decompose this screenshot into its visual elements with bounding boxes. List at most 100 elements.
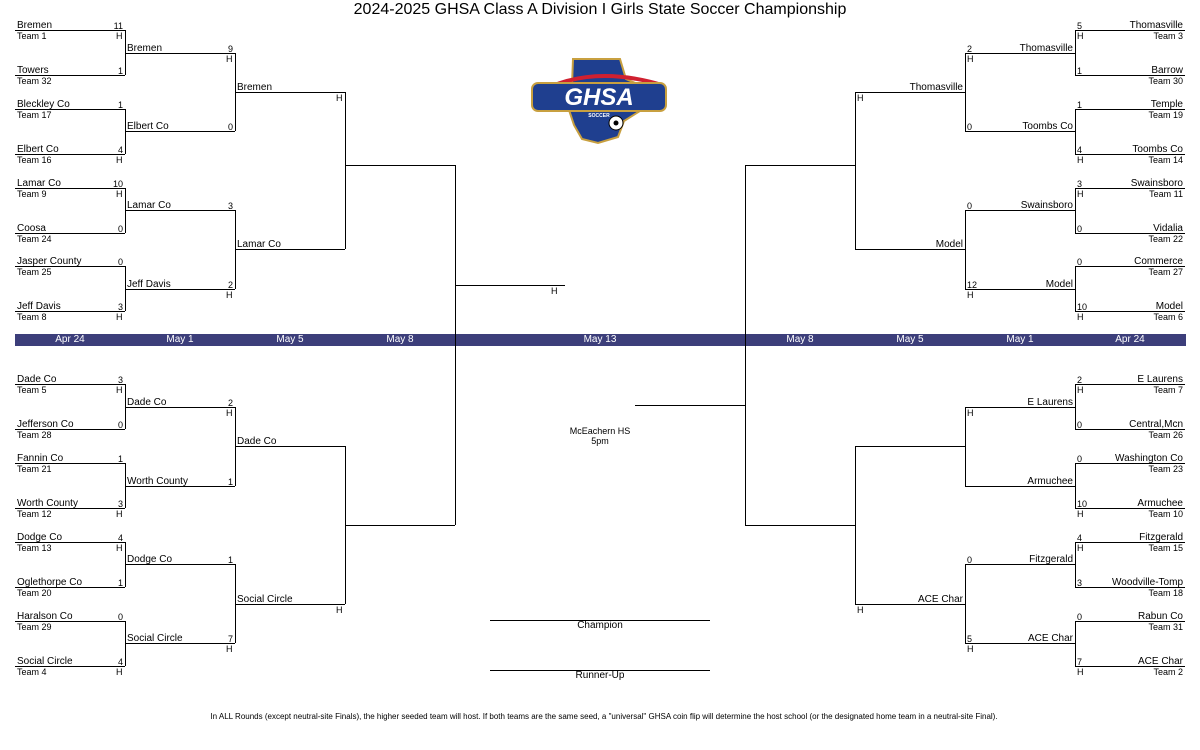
left-semi-line (345, 165, 455, 166)
score: 10 (112, 179, 123, 189)
right-r3-line (855, 446, 965, 447)
team-name: Thomasville (909, 82, 963, 93)
team-name: Worth County (127, 476, 188, 487)
score: 12 (967, 280, 978, 290)
team-seed: Team 8 (17, 312, 47, 322)
team-name: Armuchee (1027, 476, 1073, 487)
host-marker: H (1077, 31, 1084, 41)
date-right-r4: May 8 (786, 334, 814, 345)
host-marker: H (116, 543, 123, 553)
team-name: Fitzgerald (1029, 554, 1073, 565)
team-seed: Team 15 (1148, 543, 1183, 553)
team-seed: Team 3 (1153, 31, 1183, 41)
right-r3-line (855, 604, 965, 605)
left-r1-line (15, 266, 125, 267)
right-r1-line (1075, 30, 1185, 31)
score: 2 (967, 44, 973, 54)
right-r2-connector (965, 564, 966, 643)
team-name: Dade Co (237, 436, 277, 447)
score: 1 (1077, 100, 1083, 110)
right-r1-line (1075, 621, 1185, 622)
team-name: Temple (1150, 99, 1183, 110)
right-r2-connector (965, 53, 966, 131)
footnote: In ALL Rounds (except neutral-site Final… (210, 712, 998, 721)
host-marker: H (1077, 189, 1084, 199)
score: 0 (1077, 420, 1083, 430)
score: 0 (967, 122, 973, 132)
score: 5 (967, 634, 973, 644)
team-name: Thomasville (1019, 43, 1073, 54)
left-r1-line (15, 621, 125, 622)
score: 7 (227, 634, 233, 644)
score: 10 (1077, 499, 1088, 509)
team-seed: Team 14 (1148, 155, 1183, 165)
host-marker: H (226, 644, 233, 654)
team-name: Woodville-Tomp (1112, 577, 1183, 588)
team-name: Towers (17, 65, 49, 76)
left-r1-line (15, 384, 125, 385)
team-name: Jefferson Co (17, 419, 74, 430)
host-marker: H (336, 605, 343, 615)
right-r1-connector (1075, 463, 1076, 508)
score: 2 (1077, 375, 1083, 385)
team-seed: Team 20 (17, 588, 52, 598)
score: 1 (117, 66, 123, 76)
team-name: Lamar Co (17, 178, 61, 189)
team-seed: Team 31 (1148, 622, 1183, 632)
right-r2-line (965, 486, 1075, 487)
team-name: Elbert Co (17, 144, 59, 155)
team-seed: Team 17 (17, 110, 52, 120)
score: 3 (117, 302, 123, 312)
team-name: Fitzgerald (1139, 532, 1183, 543)
right-r2-connector (965, 407, 966, 486)
team-name: Washington Co (1115, 453, 1183, 464)
score: 1 (1077, 66, 1083, 76)
left-r1-line (15, 30, 125, 31)
right-r3-line (855, 249, 965, 250)
team-name: Oglethorpe Co (17, 577, 83, 588)
score: 2 (227, 398, 233, 408)
right-r3-connector (855, 446, 856, 604)
final-venue: McEachern HS (569, 426, 631, 436)
date-final: May 13 (583, 334, 617, 345)
right-r1-line (1075, 587, 1185, 588)
left-r2-line (125, 643, 235, 644)
team-seed: Team 24 (17, 234, 52, 244)
right-r1-connector (1075, 188, 1076, 233)
host-marker: H (116, 667, 123, 677)
team-seed: Team 19 (1148, 110, 1183, 120)
left-r1-line (15, 311, 125, 312)
team-name: Model (1155, 301, 1183, 312)
host-marker: H (1077, 667, 1084, 677)
team-name: Dade Co (17, 374, 57, 385)
host-marker: H (116, 509, 123, 519)
score: 1 (227, 477, 233, 487)
left-r1-line (15, 542, 125, 543)
right-r3-line (855, 92, 965, 93)
host-marker: H (116, 155, 123, 165)
date-right-r2: May 1 (1006, 334, 1034, 345)
right-r1-line (1075, 109, 1185, 110)
host-marker: H (857, 605, 864, 615)
host-marker: H (226, 408, 233, 418)
team-name: ACE Char (1137, 656, 1183, 667)
right-r3-connector (855, 92, 856, 249)
team-seed: Team 32 (17, 76, 52, 86)
team-name: Swainsboro (1020, 200, 1073, 211)
team-name: Haralson Co (17, 611, 73, 622)
left-r1-line (15, 154, 125, 155)
host-marker: H (116, 189, 123, 199)
host-marker: H (1077, 543, 1084, 553)
right-r1-connector (1075, 266, 1076, 311)
final-time: 5pm (591, 436, 609, 446)
team-name: E Laurens (1027, 397, 1073, 408)
date-left-r4: May 8 (386, 334, 414, 345)
team-name: Lamar Co (237, 239, 281, 250)
score: 0 (117, 612, 123, 622)
team-name: Swainsboro (1130, 178, 1183, 189)
team-name: Armuchee (1137, 498, 1183, 509)
host-marker: H (226, 54, 233, 64)
right-semi-line (745, 165, 855, 166)
team-name: Social Circle (237, 594, 293, 605)
score: 4 (117, 145, 123, 155)
